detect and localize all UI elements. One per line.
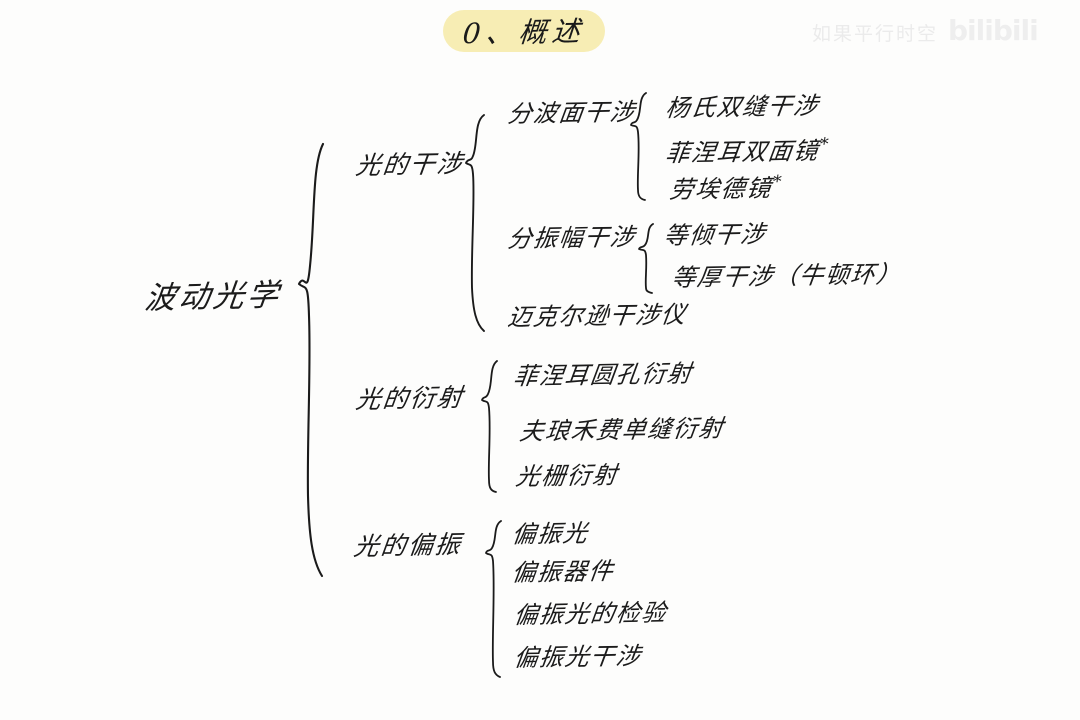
leaf-label-polarized-light-interference: 偏振光干涉 bbox=[512, 641, 644, 673]
node-label-michelson-interferometer: 迈克尔逊干涉仪 bbox=[506, 300, 689, 332]
node-label-amplitude-division: 分振幅干涉 bbox=[506, 222, 638, 254]
watermark: 如果平行时空 bilibili bbox=[812, 14, 1039, 47]
leaf-label-equal-thickness-newton-rings: 等厚干涉（牛顿环） bbox=[670, 259, 904, 293]
branch-label-polarization: 光的偏振 bbox=[352, 529, 464, 562]
page-title: 0、概述 bbox=[461, 14, 587, 51]
brace-diffraction bbox=[481, 360, 498, 493]
leaf-label-fresnel-circular-aperture: 菲涅耳圆孔衍射 bbox=[512, 359, 695, 391]
brace-root bbox=[297, 142, 325, 578]
leaf-label-polarized-light-detection: 偏振光的检验 bbox=[512, 598, 669, 630]
page-title-highlight: 0、概述 bbox=[443, 10, 605, 52]
leaf-label-fresnel-bimirror: 菲涅耳双面镜* bbox=[663, 134, 832, 168]
leaf-label-young-double-slit: 杨氏双缝干涉 bbox=[663, 91, 821, 123]
leaf-label-polarizing-components: 偏振器件 bbox=[510, 557, 616, 587]
branch-label-diffraction: 光的衍射 bbox=[354, 382, 466, 415]
leaf-label-lloyd-mirror: 劳埃德镜* bbox=[668, 172, 784, 204]
leaf-text: 杨氏双缝干涉 bbox=[663, 91, 821, 123]
node-label-wavefront-division: 分波面干涉 bbox=[506, 97, 638, 129]
brace-wavefront-division bbox=[630, 92, 647, 201]
leaf-text: 菲涅耳双面镜 bbox=[663, 136, 821, 168]
brace-interference bbox=[465, 114, 485, 332]
leaf-text: 劳埃德镜 bbox=[668, 174, 774, 204]
mindmap-root-label: 波动光学 bbox=[142, 277, 284, 317]
leaf-star: * bbox=[818, 134, 832, 155]
watermark-channel-name: 如果平行时空 bbox=[812, 23, 939, 45]
branch-label-interference: 光的干涉 bbox=[354, 148, 466, 181]
leaf-star: * bbox=[771, 172, 784, 193]
bilibili-logo-icon: bilibili bbox=[948, 14, 1039, 47]
leaf-label-fraunhofer-single-slit: 夫琅禾费单缝衍射 bbox=[518, 414, 726, 446]
brace-polarization bbox=[485, 520, 502, 678]
leaf-label-polarized-light: 偏振光 bbox=[510, 519, 591, 549]
leaf-label-grating-diffraction: 光栅衍射 bbox=[514, 461, 620, 491]
leaf-label-equal-inclination: 等倾干涉 bbox=[662, 220, 768, 250]
brace-amplitude-division bbox=[638, 223, 654, 294]
